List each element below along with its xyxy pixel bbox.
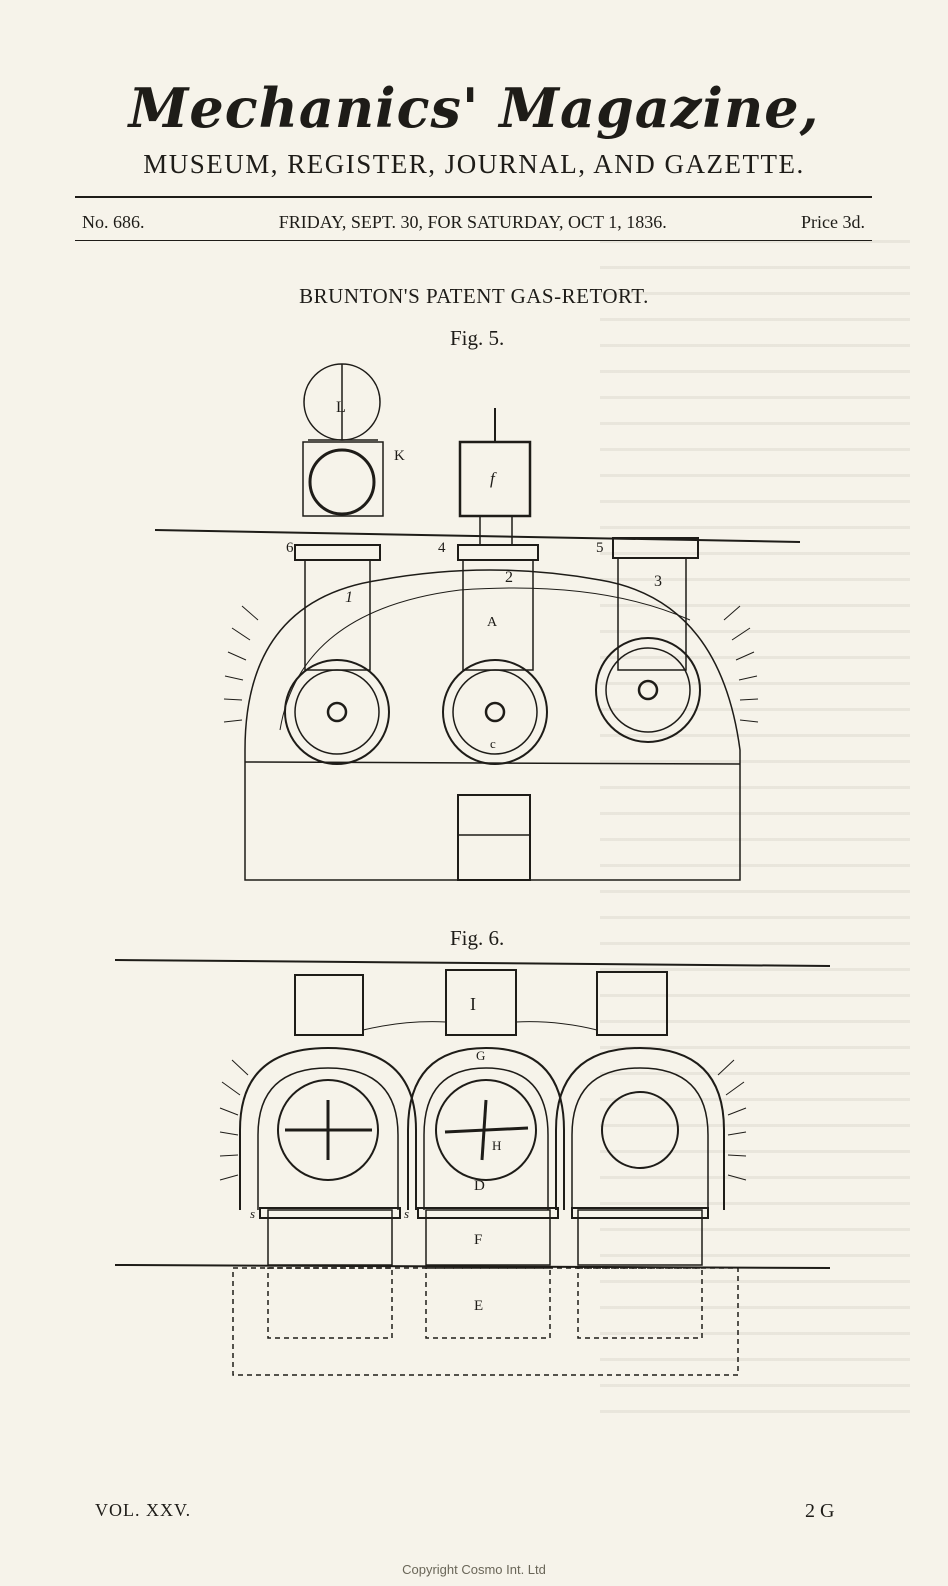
signature-mark: 2 G (805, 1500, 835, 1522)
fig5-label-A: A (487, 615, 498, 630)
fig6-label-s-mid: s (404, 1206, 409, 1221)
fig6-chamber-1 (239, 1046, 417, 1266)
copyright-notice: Copyright Cosmo Int. Ltd (402, 1562, 546, 1577)
fig5-retort-2 (442, 544, 548, 765)
issue-number: No. 686. (82, 212, 145, 232)
fig5-caption: Fig. 5. (450, 326, 505, 350)
fig6-label-G: G (476, 1048, 485, 1063)
fig6-chamber-3 (555, 1046, 725, 1266)
top-rule (75, 196, 872, 198)
fig5-retort-3 (595, 537, 701, 743)
fig5-label-K: K (394, 448, 405, 464)
fig5-label-4: 4 (438, 540, 446, 556)
fig6-chamber-2 (407, 1046, 565, 1266)
fig5-hatching (223, 605, 759, 723)
fig6-box-I (445, 969, 517, 1036)
masthead-title: Mechanics' Magazine, (128, 76, 820, 140)
fig5-label-f: f (490, 469, 497, 488)
fig6-ash-pit (232, 1267, 739, 1376)
fig6-grate-2 (417, 1207, 559, 1219)
fig6-label-s-left: s (250, 1206, 255, 1221)
fig6-label-F: F (474, 1232, 482, 1248)
fig6-grate-1 (259, 1207, 401, 1219)
fig5-k-circle (308, 448, 376, 516)
fig5-label-c: c (490, 736, 496, 751)
issue-price: Price 3d. (801, 212, 865, 232)
fig5-label-1: 1 (345, 589, 353, 606)
fig5-label-5: 5 (596, 540, 604, 556)
fig6-hatching (219, 1059, 747, 1181)
fig6-grate-3 (571, 1207, 709, 1219)
fig5-label-6: 6 (286, 540, 294, 556)
fig6-box-right (596, 971, 668, 1036)
fig6-label-D: D (474, 1178, 485, 1194)
article-title: BRUNTON'S PATENT GAS-RETORT. (299, 284, 649, 308)
issue-line: No. 686. FRIDAY, SEPT. 30, FOR SATURDAY,… (82, 212, 865, 233)
masthead-subtitle: MUSEUM, REGISTER, JOURNAL, AND GAZETTE. (143, 149, 805, 179)
fig5-door (457, 794, 531, 881)
fig5-retort-1 (284, 544, 390, 765)
fig6-top-line (114, 959, 831, 967)
fig6-box-left (294, 974, 364, 1036)
issue-date: FRIDAY, SEPT. 30, FOR SATURDAY, OCT 1, 1… (278, 212, 667, 232)
fig6-label-I: I (470, 994, 476, 1014)
fig5-ground-line (154, 529, 801, 543)
fig6-caption: Fig. 6. (450, 926, 505, 950)
issue-rule (75, 240, 872, 241)
fig5-label-2: 2 (505, 569, 513, 586)
volume-label: VOL. XXV. (95, 1500, 192, 1520)
fig5-label-L: L (336, 399, 346, 416)
fig6-label-E: E (474, 1298, 483, 1314)
fig5-k-box (302, 441, 384, 517)
fig5-furnace-outline (244, 569, 741, 881)
fig6-label-H: H (492, 1138, 501, 1153)
fig5-label-3: 3 (654, 573, 662, 590)
